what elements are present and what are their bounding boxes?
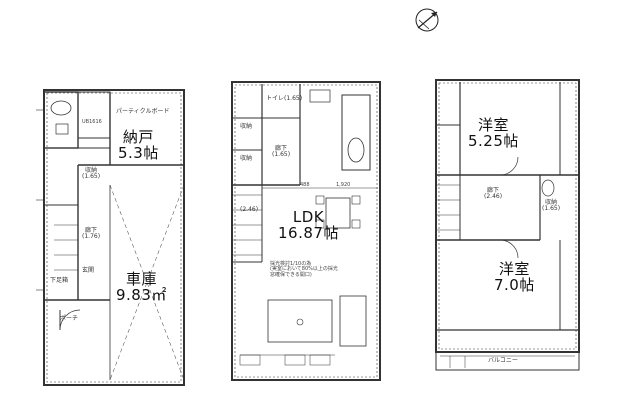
garage-name: 車庫 bbox=[125, 270, 157, 288]
garage-label: 車庫 9.83㎡ bbox=[116, 270, 167, 304]
ldk-name: LDK bbox=[292, 208, 325, 226]
western-room-2-name: 洋室 bbox=[498, 260, 530, 278]
storage-room-size: 5.3帖 bbox=[118, 143, 159, 162]
ub-label: UB1616 bbox=[82, 119, 102, 125]
storage-room-name: 納戸 bbox=[122, 128, 154, 146]
ldk-label: LDK 16.87帖 bbox=[278, 208, 339, 242]
f2-dim-b: 488 bbox=[300, 182, 310, 188]
floor2-plan bbox=[231, 81, 381, 381]
partition-board-note: パーティクルボード bbox=[116, 108, 170, 115]
balcony-label: バルコニー bbox=[488, 357, 518, 364]
f1-closet-label: 収納 (1.65) bbox=[82, 167, 101, 181]
f2-dim-a: 1,920 bbox=[336, 182, 351, 188]
western-room-2-label: 洋室 7.0帖 bbox=[494, 260, 535, 294]
f1-porch-label: ポーチ bbox=[60, 315, 79, 322]
garage-size: 9.83㎡ bbox=[116, 285, 167, 304]
f2-storage-b-label: 収納 bbox=[240, 155, 253, 162]
f1-shoes-label: 下足箱 bbox=[50, 277, 69, 284]
ldk-size: 16.87帖 bbox=[278, 223, 339, 242]
f3-hallway-label: 廊下 (2.46) bbox=[484, 187, 503, 201]
western-room-1-label: 洋室 5.25帖 bbox=[468, 116, 519, 150]
western-room-2-size: 7.0帖 bbox=[494, 275, 535, 294]
f2-window-note: 採光検討1/10の為 (実室において80%以上の採光 窓確保できる開口) bbox=[270, 261, 338, 278]
f1-entrance-label: 玄関 bbox=[82, 267, 95, 274]
floor3-plan bbox=[435, 79, 580, 371]
floor1-plan bbox=[36, 89, 185, 386]
f2-storage-a-label: 収納 bbox=[240, 123, 253, 130]
f1-hallway-label: 廊下 (1.76) bbox=[82, 227, 101, 241]
western-room-1-name: 洋室 bbox=[477, 116, 509, 134]
compass-icon bbox=[415, 8, 439, 32]
f2-hallway-label: 廊下 (1.65) bbox=[272, 145, 291, 159]
western-room-1-size: 5.25帖 bbox=[468, 131, 519, 150]
f2-stair-size: (2.46) bbox=[240, 206, 259, 213]
storage-room-label: 納戸 5.3帖 bbox=[118, 128, 159, 162]
f2-toilet-label: トイレ(1.65) bbox=[266, 95, 303, 102]
f3-closet-label: 収納 (1.65) bbox=[542, 199, 561, 213]
